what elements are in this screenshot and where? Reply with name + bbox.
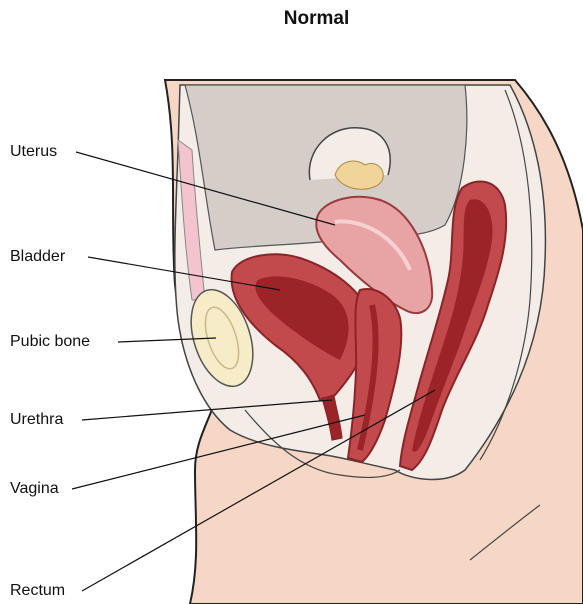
- pubic-bone-label: Pubic bone: [10, 333, 90, 351]
- rectum-label: Rectum: [10, 582, 65, 600]
- bladder-label: Bladder: [10, 248, 65, 266]
- urethra-label: Urethra: [10, 411, 63, 429]
- uterus-label: Uterus: [10, 143, 57, 161]
- vagina-label: Vagina: [10, 480, 59, 498]
